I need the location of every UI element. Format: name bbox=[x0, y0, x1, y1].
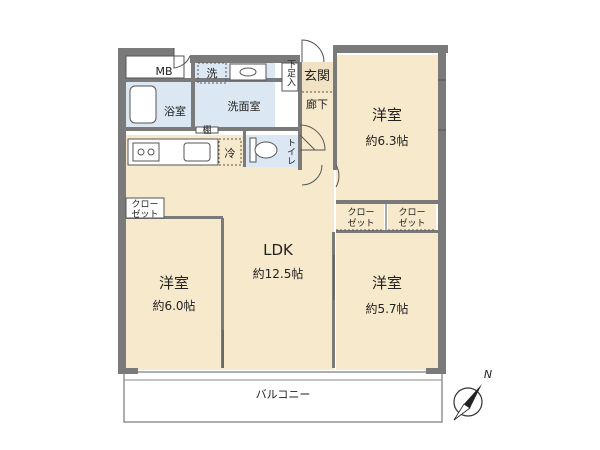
closet-floor-2 bbox=[388, 203, 436, 232]
wall-ne-bottom bbox=[336, 200, 438, 204]
compass bbox=[453, 384, 483, 421]
shelf bbox=[195, 126, 219, 134]
label-room-ne: 洋室 bbox=[372, 106, 402, 124]
door-ne-room bbox=[335, 164, 340, 188]
closet-floor-1 bbox=[336, 203, 384, 232]
label-fridge: 冷 bbox=[225, 147, 236, 160]
wall-se-top bbox=[336, 230, 438, 233]
room-ne-floor bbox=[336, 55, 438, 200]
wall-top-mid bbox=[190, 55, 300, 63]
balcony bbox=[123, 371, 443, 423]
label-room-se-size: 約5.7帖 bbox=[365, 301, 408, 316]
label-closet-3: クロー bbox=[131, 199, 158, 210]
wall-right bbox=[438, 45, 446, 373]
fixtures bbox=[125, 55, 436, 231]
label-balcony: バルコニー bbox=[256, 388, 311, 401]
wall-corridor-right bbox=[333, 45, 337, 170]
label-mb: MB bbox=[155, 65, 172, 78]
door-entrance bbox=[301, 39, 325, 63]
burner-2 bbox=[147, 148, 155, 156]
shoe-cabinet bbox=[281, 62, 299, 92]
label-wash: 洗 bbox=[207, 67, 218, 80]
label-bath: 浴室 bbox=[164, 104, 186, 118]
wall-bath-top bbox=[126, 78, 301, 82]
basin-bowl bbox=[239, 67, 257, 77]
label-north: N bbox=[484, 368, 492, 381]
compass-tail bbox=[453, 403, 471, 421]
mb-box bbox=[125, 55, 185, 79]
sink bbox=[183, 142, 211, 162]
entrance-floor bbox=[300, 62, 336, 92]
label-room-w-size: 約6.0帖 bbox=[152, 298, 195, 313]
door-toilet bbox=[299, 134, 316, 151]
label-shoe: 下足入 bbox=[285, 60, 296, 87]
floors bbox=[126, 55, 438, 370]
wall-top-left bbox=[118, 48, 174, 56]
doors bbox=[173, 39, 446, 368]
label-entrance: 玄関 bbox=[304, 69, 330, 84]
wall-bath-right bbox=[191, 62, 195, 127]
washroom-floor bbox=[195, 82, 275, 127]
label-room-ne-size: 約6.3帖 bbox=[365, 133, 408, 148]
label-room-w: 洋室 bbox=[159, 274, 189, 292]
wall-room-w-top bbox=[126, 216, 223, 219]
compass-ring bbox=[453, 387, 483, 417]
wall-toilet-left bbox=[243, 131, 246, 167]
label-closet-1b: ゼット bbox=[347, 217, 374, 229]
closet-3-box bbox=[125, 197, 165, 219]
burner-1 bbox=[137, 148, 145, 156]
wall-top-right bbox=[336, 45, 448, 53]
wall-left bbox=[118, 48, 126, 373]
label-washroom: 洗面室 bbox=[228, 99, 261, 113]
wall-corridor-left bbox=[298, 62, 302, 170]
door-corridor bbox=[299, 124, 326, 151]
room-w-floor bbox=[126, 218, 223, 368]
label-ldk-size: 約12.5帖 bbox=[253, 266, 304, 281]
compass-needle bbox=[464, 384, 482, 408]
label-room-se: 洋室 bbox=[372, 274, 402, 292]
label-toilet: トイレ bbox=[285, 138, 296, 165]
label-closet-1: クロー bbox=[347, 207, 374, 218]
label-closet-2: クロー bbox=[398, 207, 425, 218]
labels: MB 洗 玄関 下足入 浴室 洗面室 棚 廊下 冷 トイレ 洋室 約6.3帖 ク… bbox=[131, 60, 492, 402]
wall-bottom-right bbox=[426, 368, 446, 374]
bathtub bbox=[129, 85, 157, 124]
label-closet-3b: ゼット bbox=[131, 208, 158, 220]
wall-room-w-right bbox=[221, 218, 224, 368]
stove bbox=[132, 142, 160, 162]
window-ne bbox=[438, 79, 446, 131]
room-se-floor bbox=[336, 232, 438, 370]
label-corridor: 廊下 bbox=[306, 97, 328, 111]
label-ldk: LDK bbox=[263, 241, 294, 259]
washing-machine bbox=[197, 62, 227, 84]
label-closet-2b: ゼット bbox=[398, 217, 425, 229]
door-mb bbox=[173, 48, 191, 69]
label-shelf: 棚 bbox=[202, 124, 211, 136]
washbasin bbox=[229, 63, 267, 81]
wall-bottom-left bbox=[118, 368, 138, 374]
door-ldk-bottom bbox=[301, 164, 323, 186]
toilet-bowl bbox=[254, 141, 278, 159]
